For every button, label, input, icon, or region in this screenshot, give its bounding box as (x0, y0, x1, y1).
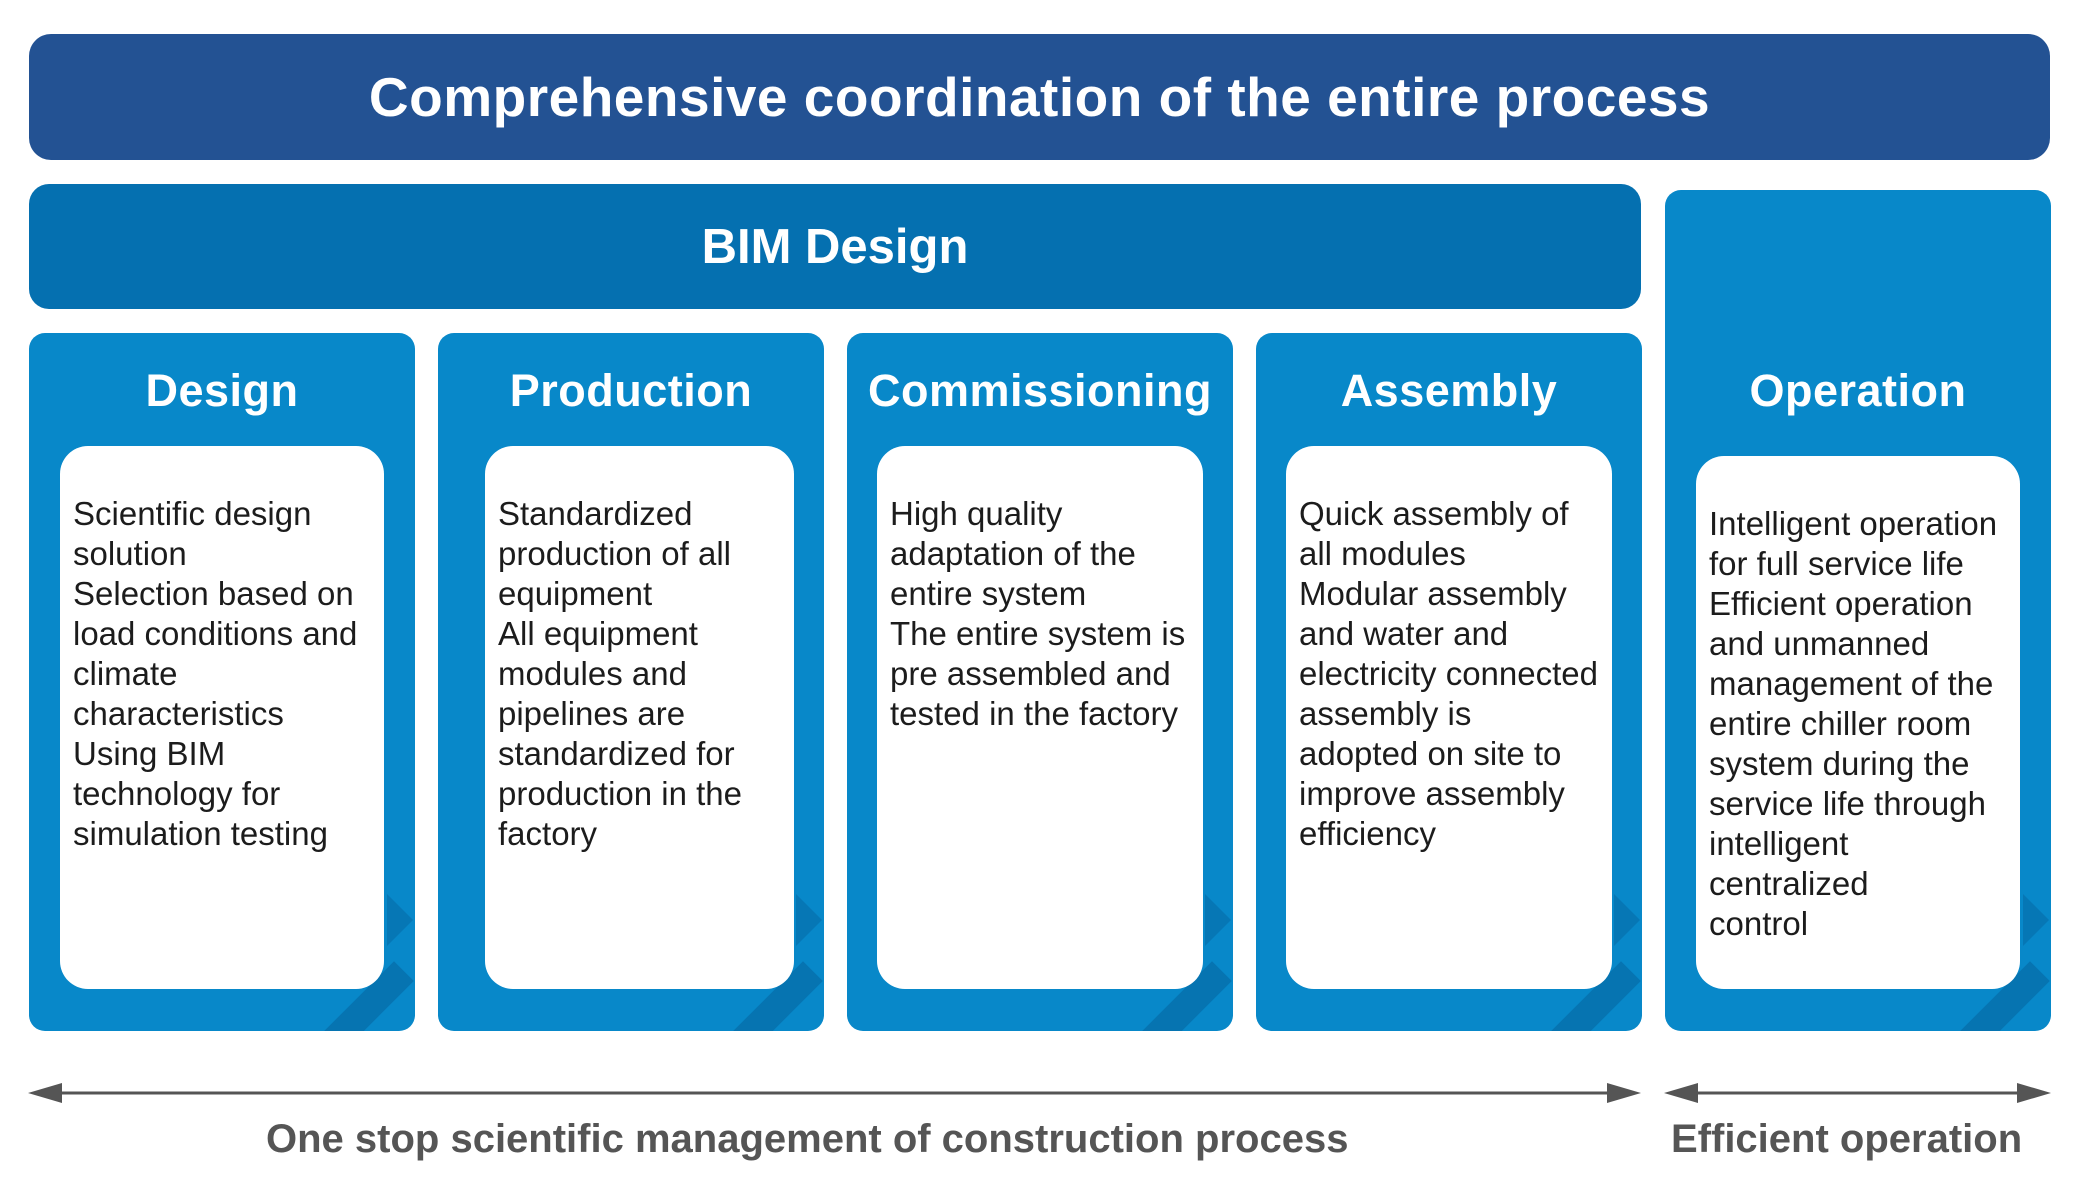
stage-title-operation: Operation (1749, 365, 1967, 416)
stage-title-assembly: Assembly (1340, 365, 1558, 416)
chevron-right-icon (796, 894, 822, 946)
stage-description-assembly: Quick assembly of all modules Modular as… (1299, 495, 1598, 852)
chevron-right-icon (2023, 894, 2049, 946)
stage-card-production: Standardized production of all equipment… (485, 446, 794, 989)
stage-description-operation: Intelligent operation for full service l… (1709, 505, 1998, 942)
construction-caption: One stop scientific management of constr… (266, 1117, 1349, 1161)
stage-assembly: Assembly Quick assembly of all modules M… (1256, 333, 1642, 1031)
chevron-right-icon (387, 894, 413, 946)
stage-design: Design Scientific design solution Select… (29, 333, 415, 1031)
stage-title-design: Design (145, 365, 299, 416)
stage-commissioning: Commissioning High quality adaptation of… (847, 333, 1233, 1031)
stage-card-design: Scientific design solution Selection bas… (60, 446, 384, 989)
stage-description-production: Standardized production of all equipment… (498, 495, 743, 852)
stage-card-commissioning: High quality adaptation of the entire sy… (877, 446, 1203, 989)
header-banner: Comprehensive coordination of the entire… (29, 34, 2050, 160)
stage-description-design: Scientific design solution Selection bas… (73, 495, 358, 852)
stage-title-production: Production (509, 365, 753, 416)
stage-card-operation: Intelligent operation for full service l… (1696, 456, 2020, 989)
operation-caption: Efficient operation (1671, 1117, 2023, 1161)
stage-production: Production Standardized production of al… (438, 333, 824, 1031)
stage-card-assembly: Quick assembly of all modules Modular as… (1286, 446, 1612, 989)
bim-design-banner: BIM Design (29, 184, 1641, 309)
operation-span-arrow (1664, 1083, 2051, 1103)
header-title: Comprehensive coordination of the entire… (368, 66, 1711, 128)
chevron-right-icon (1614, 894, 1640, 946)
stage-operation: Operation Intelligent operation for full… (1665, 190, 2051, 1031)
chevron-right-icon (1205, 894, 1231, 946)
stage-title-commissioning: Commissioning (867, 365, 1213, 416)
construction-span-arrow (28, 1083, 1641, 1103)
stage-description-commissioning: High quality adaptation of the entire sy… (890, 495, 1186, 732)
bim-design-title: BIM Design (701, 219, 969, 274)
